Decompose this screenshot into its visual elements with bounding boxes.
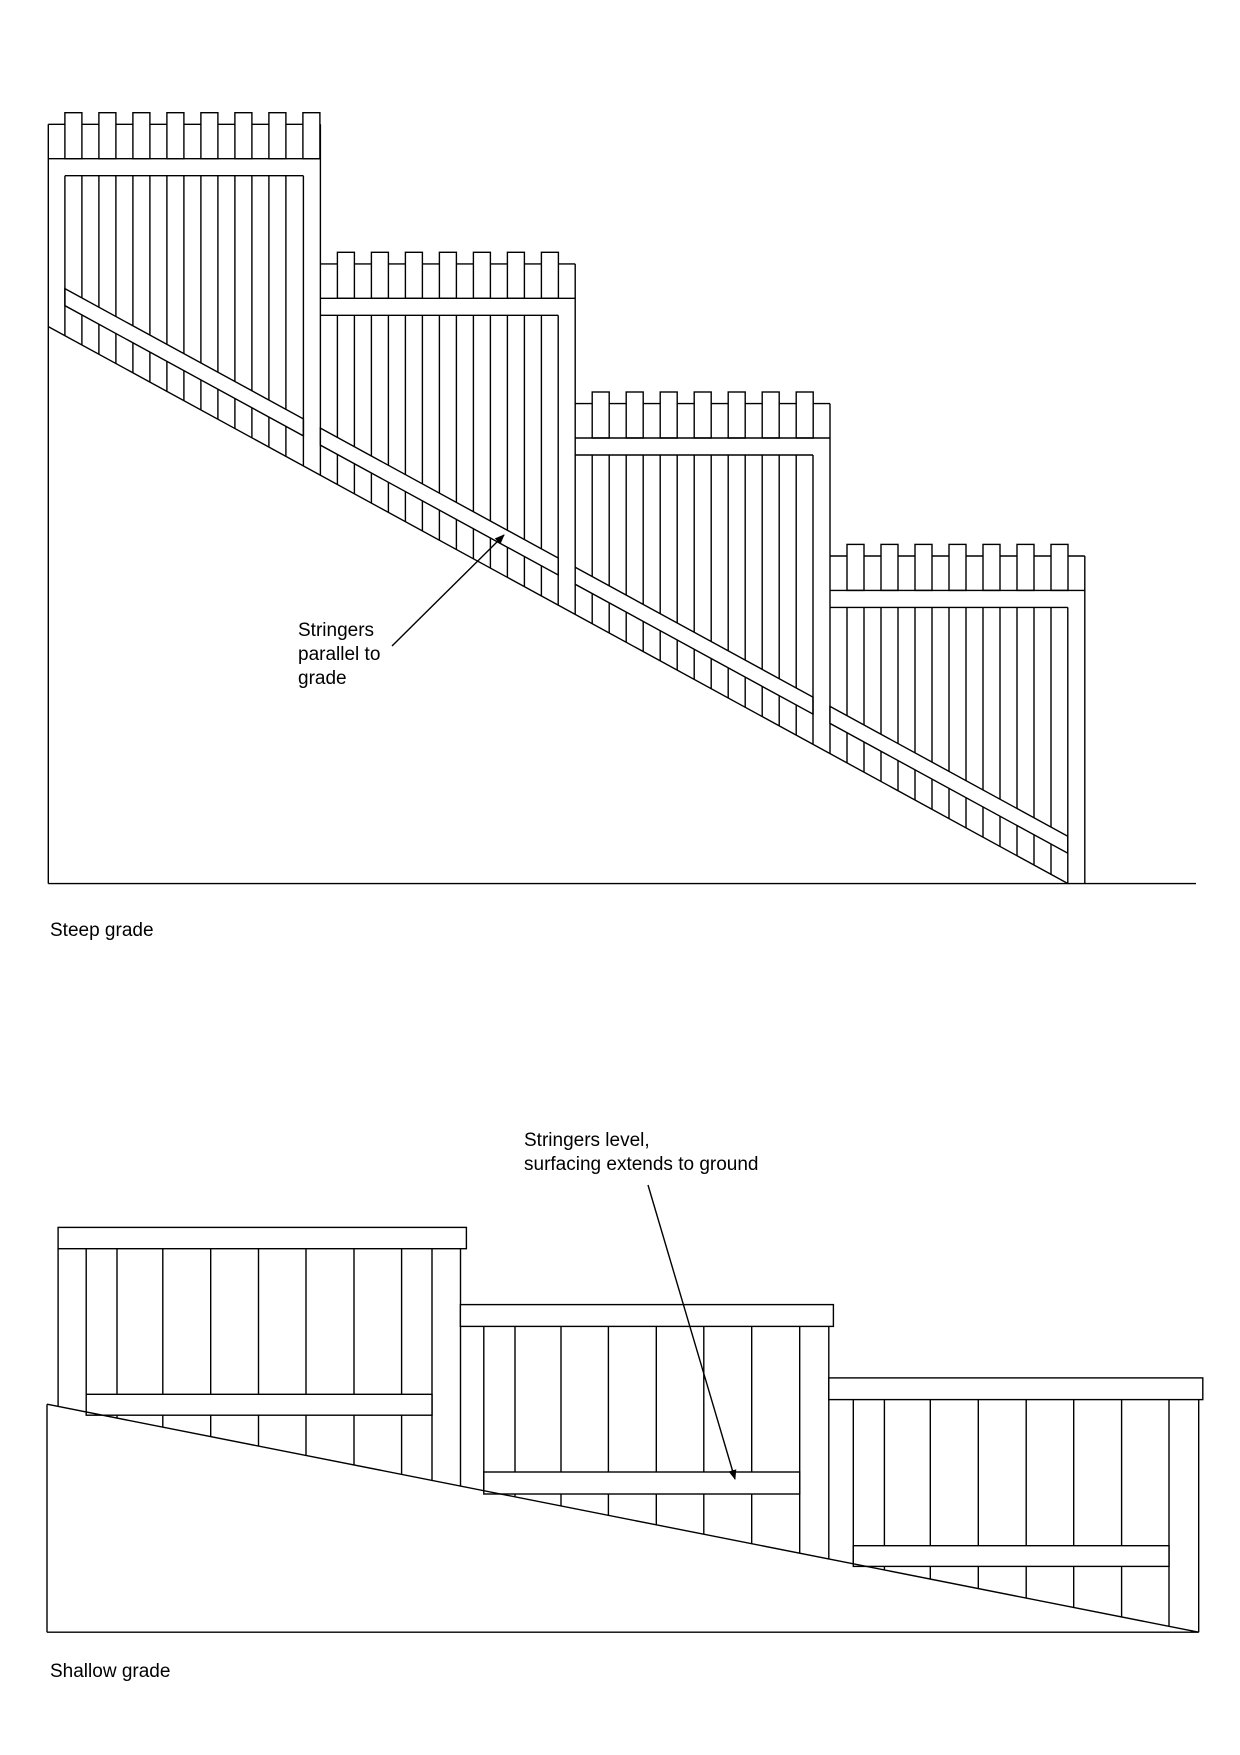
picket-top [982, 543, 1001, 592]
shallow-fence-panel [828, 1377, 1204, 1633]
grade-line [47, 325, 1069, 885]
stringer [85, 1393, 433, 1416]
grade-line [46, 1403, 1199, 1633]
shallow-caption: Shallow grade [50, 1661, 170, 1682]
picket-top [506, 251, 526, 300]
steep-fence-panel [829, 543, 1086, 884]
shallow-fence-panel [57, 1226, 468, 1487]
top-cap [57, 1226, 468, 1250]
top-cap [459, 1303, 835, 1328]
picket-top [914, 543, 933, 592]
picket-top [625, 391, 644, 439]
stringer [852, 1544, 1170, 1568]
picket-top [761, 391, 780, 439]
steep-fence-panel [319, 251, 576, 615]
picket-top [336, 251, 356, 300]
picket-top [727, 391, 746, 439]
picket-top [472, 251, 492, 300]
picket-top [591, 391, 610, 439]
picket-top [693, 391, 712, 439]
picket-top [540, 251, 560, 300]
steep-fence-panel [574, 391, 831, 754]
picket-top [64, 111, 83, 160]
picket-top [370, 251, 390, 300]
picket-top [846, 543, 865, 592]
picket-top [1050, 543, 1069, 592]
picket-top [200, 111, 219, 160]
picket-top [1016, 543, 1035, 592]
steep-caption: Steep grade [50, 920, 154, 941]
steep-callout-line-3: grade [298, 668, 347, 689]
picket-top [166, 111, 185, 160]
shallow-fence-panel [459, 1303, 835, 1559]
picket-top [880, 543, 899, 592]
picket-top [948, 543, 967, 592]
stringer [483, 1471, 801, 1495]
picket-top [302, 111, 321, 160]
picket-top [659, 391, 678, 439]
shallow-callout-line-1: Stringers level, [524, 1130, 650, 1151]
picket-top [98, 111, 117, 160]
picket-top [438, 251, 458, 300]
steep-grade-figure [47, 111, 1196, 885]
shallow-callout-arrow [647, 1184, 737, 1480]
steep-callout-arrow [391, 534, 505, 647]
steep-callout-line-2: parallel to [298, 644, 380, 665]
steep-fence-panel [48, 111, 322, 476]
shallow-callout-line-2: surfacing extends to ground [524, 1154, 759, 1175]
picket-top [234, 111, 253, 160]
picket-top [268, 111, 287, 160]
shallow-grade-figure [46, 1226, 1204, 1633]
steep-callout-line-1: Stringers [298, 620, 374, 641]
top-cap [828, 1377, 1204, 1401]
picket-top [404, 251, 424, 300]
picket-top [795, 391, 814, 439]
picket-top [132, 111, 151, 160]
